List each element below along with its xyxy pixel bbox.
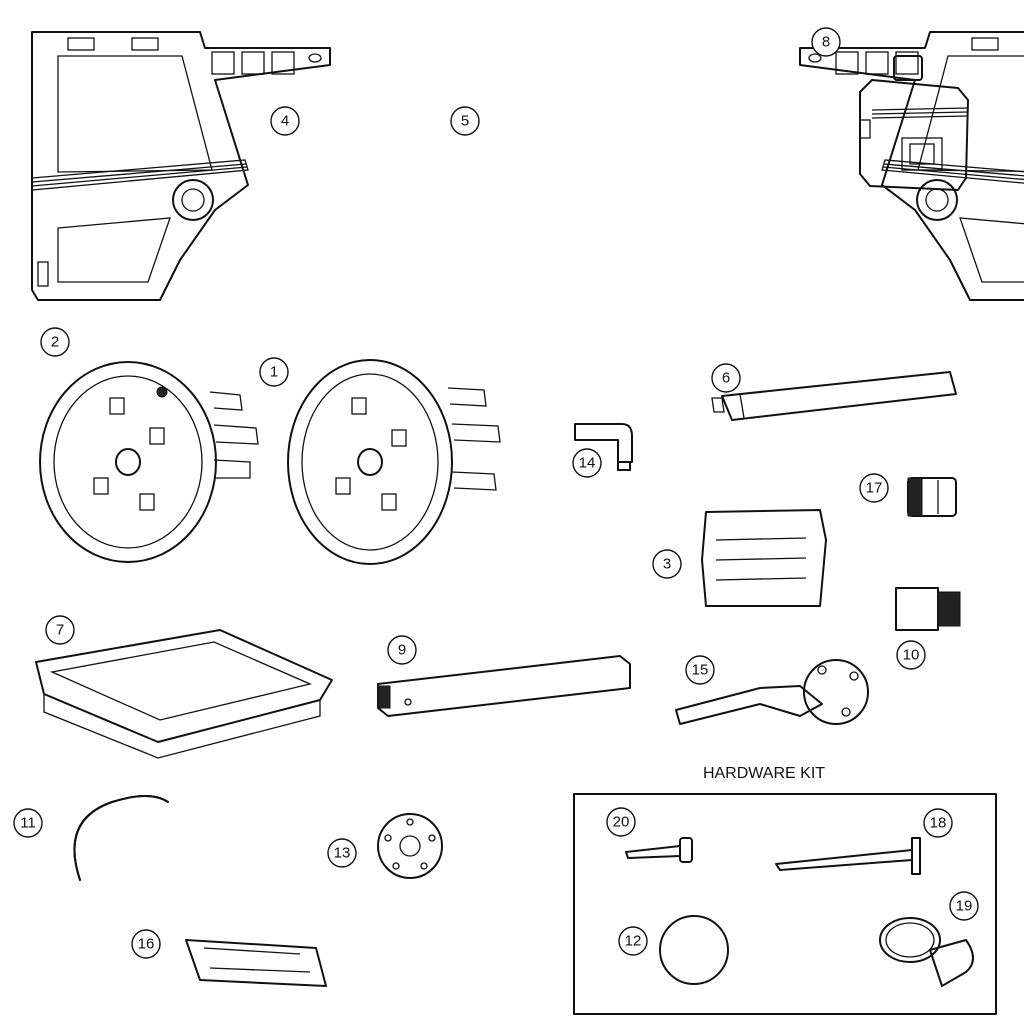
part-1-reel-wheel-left bbox=[39, 361, 259, 563]
callout-17: 17 bbox=[859, 473, 889, 503]
svg-text:2: 2 bbox=[51, 334, 59, 351]
svg-text:10: 10 bbox=[903, 647, 920, 664]
part-14-elbow-fitting bbox=[574, 423, 633, 471]
callout-4: 4 bbox=[270, 106, 300, 136]
svg-text:11: 11 bbox=[20, 815, 36, 832]
part-16-packet bbox=[185, 939, 327, 987]
callout-2: 2 bbox=[40, 327, 70, 357]
hardware-kit-title: HARDWARE KIT bbox=[703, 765, 825, 782]
callout-11: 11 bbox=[13, 808, 43, 838]
callout-10: 10 bbox=[896, 640, 926, 670]
callout-18: 18 bbox=[923, 808, 953, 838]
callout-6: 6 bbox=[711, 363, 741, 393]
part-9-square-tube bbox=[377, 655, 631, 717]
callout-3: 3 bbox=[652, 549, 682, 579]
part-8-bracket bbox=[859, 55, 969, 191]
svg-text:19: 19 bbox=[956, 898, 973, 915]
svg-text:6: 6 bbox=[722, 370, 730, 387]
svg-text:16: 16 bbox=[138, 936, 155, 953]
svg-text:7: 7 bbox=[56, 622, 64, 639]
part-10-coupling bbox=[895, 587, 961, 631]
svg-text:20: 20 bbox=[613, 814, 630, 831]
part-6-handle-bar bbox=[711, 371, 957, 421]
part-4-left-side-panel bbox=[31, 31, 331, 301]
part-19-hose-clamp bbox=[879, 917, 974, 987]
callout-15: 15 bbox=[685, 655, 715, 685]
svg-text:15: 15 bbox=[692, 662, 709, 679]
svg-text:5: 5 bbox=[461, 113, 469, 130]
part-11-hose bbox=[73, 795, 169, 881]
part-13-flange-disc bbox=[377, 813, 443, 879]
svg-text:8: 8 bbox=[822, 34, 830, 51]
svg-text:3: 3 bbox=[663, 556, 671, 573]
part-20-short-screw bbox=[625, 837, 693, 863]
part-5-right-side-panel bbox=[799, 31, 1024, 301]
svg-text:13: 13 bbox=[334, 845, 351, 862]
svg-text:17: 17 bbox=[866, 480, 883, 497]
callout-12: 12 bbox=[618, 926, 648, 956]
callout-19: 19 bbox=[949, 891, 979, 921]
part-7-tray bbox=[35, 629, 333, 759]
part-17-connector bbox=[907, 477, 957, 517]
svg-text:14: 14 bbox=[579, 455, 596, 472]
callout-14: 14 bbox=[572, 448, 602, 478]
part-18-long-screw bbox=[775, 837, 921, 875]
part-12-washer bbox=[659, 915, 729, 985]
callout-7: 7 bbox=[45, 615, 75, 645]
svg-text:1: 1 bbox=[270, 364, 278, 381]
svg-text:4: 4 bbox=[281, 113, 289, 130]
callout-16: 16 bbox=[131, 929, 161, 959]
callout-13: 13 bbox=[327, 838, 357, 868]
svg-text:9: 9 bbox=[398, 642, 406, 659]
part-15-crank-handle bbox=[675, 659, 869, 725]
callout-1: 1 bbox=[259, 357, 289, 387]
part-3-screw-packet bbox=[701, 509, 827, 607]
hardware-kit-box: HARDWARE KIT bbox=[573, 765, 997, 1015]
callout-8: 8 bbox=[811, 27, 841, 57]
callout-5: 5 bbox=[450, 106, 480, 136]
callout-9: 9 bbox=[387, 635, 417, 665]
part-1-reel-wheel-right bbox=[287, 359, 501, 565]
svg-text:12: 12 bbox=[625, 933, 642, 950]
callout-20: 20 bbox=[606, 807, 636, 837]
svg-text:18: 18 bbox=[930, 815, 947, 832]
